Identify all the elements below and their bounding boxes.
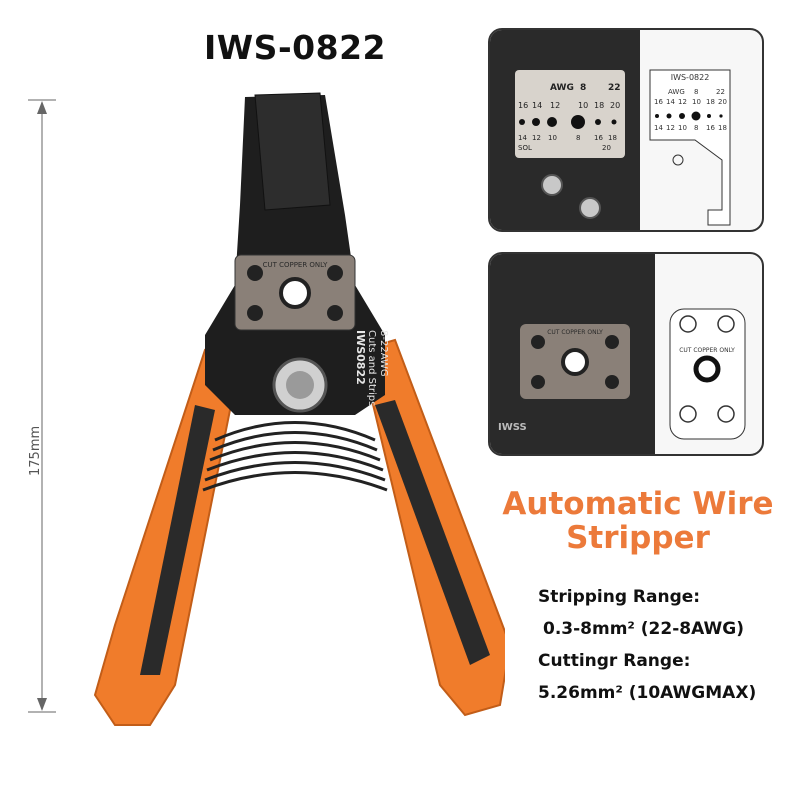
svg-text:14: 14: [532, 101, 542, 110]
stripping-range-value: 0.3-8mm² (22-8AWG): [543, 619, 744, 639]
left-handle-grip: [140, 405, 215, 675]
svg-text:20: 20: [610, 101, 620, 110]
svg-text:12: 12: [666, 124, 675, 132]
svg-text:18: 18: [718, 124, 727, 132]
svg-text:22: 22: [608, 83, 621, 93]
svg-text:8: 8: [580, 83, 586, 93]
tool-marking-model: IWS0822: [354, 330, 367, 385]
detail-panel-strip-holes: AWG 8 22 16 14 12 10 18 20 14 12 10 8 16…: [488, 28, 764, 232]
cutting-range-value: 5.26mm² (10AWGMAX): [538, 683, 757, 703]
headline-line-1: Automatic Wire: [502, 486, 774, 522]
detail-plate-text: CUT COPPER ONLY: [547, 329, 603, 336]
svg-text:20: 20: [602, 144, 611, 152]
svg-text:12: 12: [532, 134, 541, 142]
headline: Automatic Wire Stripper: [488, 487, 788, 555]
headline-line-2: Stripper: [566, 520, 710, 556]
svg-text:22: 22: [716, 88, 725, 96]
svg-text:10: 10: [548, 134, 557, 142]
svg-text:8: 8: [576, 134, 580, 142]
svg-text:SOL: SOL: [518, 144, 532, 152]
wire-stripper-image: IWS0822 Cuts and Strips 8-22AWG CUT COPP…: [55, 85, 512, 785]
svg-text:8: 8: [694, 124, 698, 132]
svg-text:12: 12: [678, 98, 687, 106]
svg-text:14: 14: [654, 124, 663, 132]
svg-text:14: 14: [666, 98, 675, 106]
upper-jaw: [254, 92, 331, 211]
svg-text:16: 16: [706, 124, 715, 132]
svg-text:12: 12: [550, 101, 560, 110]
blade-diagram: [649, 69, 731, 226]
detail-panel-cutter: CUT COPPER ONLY IWSS CUT COPPER ONLY: [488, 252, 764, 456]
spring: [202, 421, 388, 492]
svg-text:20: 20: [718, 98, 727, 106]
right-handle-grip: [375, 400, 490, 665]
svg-text:16: 16: [594, 134, 603, 142]
svg-text:18: 18: [608, 134, 617, 142]
diagram-label: IWS-0822: [671, 73, 710, 82]
dimension-label: 175mm: [28, 425, 43, 476]
svg-text:14: 14: [518, 134, 527, 142]
stripping-range-label: Stripping Range:: [538, 587, 701, 607]
svg-text:16: 16: [654, 98, 663, 106]
tool-marking-line2: Cuts and Strips: [366, 330, 377, 406]
photo-awg-label: AWG: [550, 83, 574, 93]
svg-text:18: 18: [594, 101, 604, 110]
specs: Stripping Range: 0.3-8mm² (22-8AWG) Cutt…: [538, 585, 788, 713]
plate-text: CUT COPPER ONLY: [263, 261, 329, 269]
svg-text:10: 10: [692, 98, 701, 106]
diagram-cut-text: CUT COPPER ONLY: [679, 347, 735, 354]
tool-marking-line3: 8-22AWG: [378, 330, 389, 377]
product-title: IWS-0822: [204, 28, 386, 67]
svg-text:AWG: AWG: [668, 88, 685, 96]
svg-text:10: 10: [678, 124, 687, 132]
cutting-range-label: Cuttingr Range:: [538, 651, 691, 671]
dimension-indicator: 175mm: [18, 96, 68, 716]
svg-text:8: 8: [694, 88, 698, 96]
svg-text:10: 10: [578, 101, 588, 110]
svg-text:18: 18: [706, 98, 715, 106]
svg-text:16: 16: [518, 101, 528, 110]
brand-side-text: IWSS: [498, 422, 527, 433]
left-handle: [93, 348, 242, 726]
dimension-arrow: [28, 99, 56, 713]
